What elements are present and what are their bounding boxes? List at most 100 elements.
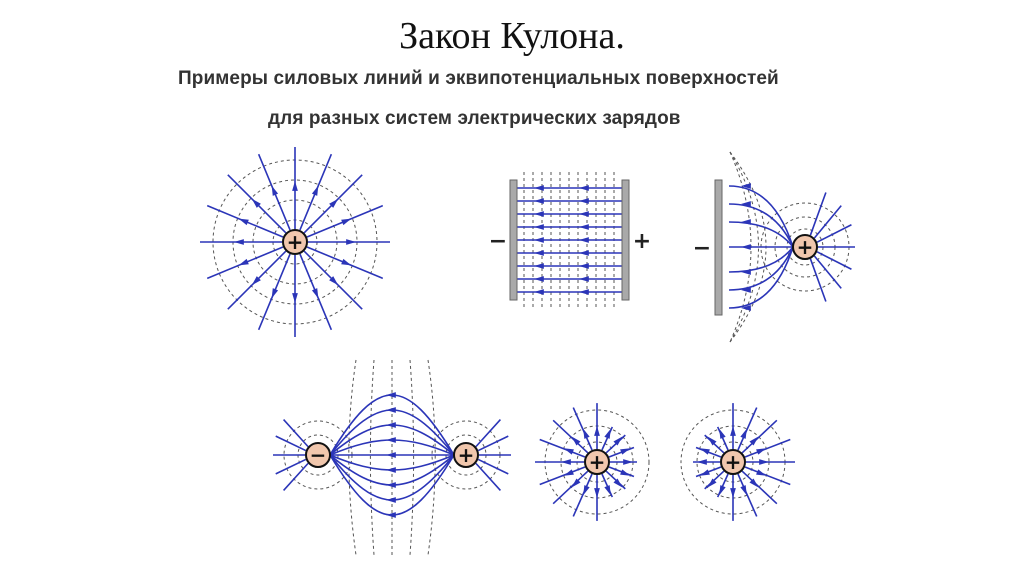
field-arrow bbox=[579, 263, 589, 269]
field-line bbox=[552, 419, 589, 454]
left-plate bbox=[509, 179, 518, 301]
field-line bbox=[572, 473, 593, 517]
field-arrow bbox=[561, 459, 571, 465]
field-arrow bbox=[583, 428, 590, 439]
field-line bbox=[741, 470, 778, 505]
field-arrow bbox=[292, 293, 298, 303]
field-arrow bbox=[741, 269, 751, 275]
field-arrow bbox=[563, 448, 574, 455]
field-arrow bbox=[594, 488, 600, 498]
field-arrow bbox=[613, 436, 623, 446]
field-line bbox=[816, 224, 852, 243]
field-line bbox=[601, 426, 614, 451]
field-arrow bbox=[386, 497, 396, 503]
field-line bbox=[728, 185, 794, 248]
field-arrow bbox=[571, 436, 581, 446]
field-line bbox=[477, 435, 509, 452]
subtitle-line-2: для разных систем электрических зарядов bbox=[268, 108, 681, 129]
field-arrow bbox=[740, 428, 747, 439]
field-arrow bbox=[534, 224, 544, 230]
field-line bbox=[728, 246, 794, 273]
field-arrow bbox=[271, 185, 279, 196]
field-line bbox=[728, 246, 794, 309]
charge-sign: − bbox=[310, 443, 327, 467]
field-arrow bbox=[534, 185, 544, 191]
field-line bbox=[605, 470, 626, 490]
charge-sign: + bbox=[287, 230, 304, 254]
field-arrow bbox=[534, 250, 544, 256]
field-line bbox=[728, 246, 794, 291]
field-line bbox=[475, 419, 502, 448]
field-line bbox=[275, 435, 307, 452]
field-arrow bbox=[583, 485, 590, 496]
field-line bbox=[744, 438, 791, 458]
field-arrow bbox=[604, 485, 611, 496]
field-arrow bbox=[699, 448, 710, 455]
field-arrow bbox=[604, 428, 611, 439]
field-arrow bbox=[534, 263, 544, 269]
field-arrow bbox=[386, 452, 396, 458]
field-arrow bbox=[759, 459, 769, 465]
field-arrow bbox=[697, 459, 707, 465]
field-arrow bbox=[741, 219, 751, 225]
field-line bbox=[737, 473, 758, 517]
field-line bbox=[704, 470, 725, 490]
field-line bbox=[716, 473, 729, 498]
field-arrow bbox=[238, 218, 249, 226]
charge-sign: + bbox=[797, 235, 814, 259]
field-arrow bbox=[749, 436, 759, 446]
charge: + bbox=[282, 229, 308, 255]
field-line bbox=[728, 221, 794, 248]
field-arrow bbox=[719, 428, 726, 439]
field-arrow bbox=[534, 237, 544, 243]
field-line bbox=[605, 434, 626, 454]
field-arrow bbox=[271, 288, 279, 299]
field-arrow bbox=[623, 459, 633, 465]
field-arrow bbox=[741, 287, 751, 293]
field-arrow bbox=[579, 276, 589, 282]
two-positive-charges-diagram: + + bbox=[535, 403, 795, 521]
field-arrow bbox=[341, 218, 352, 226]
field-arrow bbox=[234, 239, 244, 245]
field-lines bbox=[728, 183, 855, 311]
field-arrow bbox=[579, 211, 589, 217]
field-arrow bbox=[620, 469, 631, 476]
subtitle-line-1: Примеры силовых линий и эквипотенциальны… bbox=[178, 68, 779, 89]
field-line bbox=[275, 458, 307, 475]
field-line bbox=[741, 419, 778, 454]
plate-sign: − bbox=[693, 236, 711, 261]
charge-sign: + bbox=[725, 450, 742, 474]
field-line bbox=[728, 203, 794, 248]
field-arrow bbox=[594, 426, 600, 436]
field-arrow bbox=[741, 305, 751, 311]
field-line bbox=[737, 407, 758, 451]
field-arrow bbox=[534, 198, 544, 204]
field-arrow bbox=[579, 237, 589, 243]
field-arrow bbox=[534, 289, 544, 295]
field-arrow bbox=[579, 224, 589, 230]
field-arrow bbox=[341, 258, 352, 266]
field-line bbox=[477, 458, 509, 475]
field-arrow bbox=[534, 276, 544, 282]
field-lines bbox=[200, 147, 390, 337]
field-arrow bbox=[730, 426, 736, 436]
field-arrow bbox=[740, 485, 747, 496]
equipotential-curve bbox=[427, 359, 436, 556]
field-line bbox=[716, 426, 729, 451]
field-line bbox=[601, 473, 614, 498]
field-arrow bbox=[719, 485, 726, 496]
plate-and-charge-diagram: − + bbox=[693, 151, 855, 343]
field-arrow bbox=[741, 244, 751, 250]
field-arrow bbox=[571, 478, 581, 488]
field-arrow bbox=[238, 258, 249, 266]
field-arrow bbox=[579, 198, 589, 204]
field-line bbox=[744, 466, 791, 486]
field-arrow bbox=[756, 469, 767, 476]
equipotential-curve bbox=[409, 359, 415, 556]
equipotential-curve bbox=[369, 359, 375, 556]
field-arrow bbox=[251, 198, 261, 208]
field-arrow bbox=[329, 198, 339, 208]
field-arrow bbox=[707, 436, 717, 446]
field-line bbox=[552, 470, 589, 505]
field-arrow bbox=[579, 289, 589, 295]
